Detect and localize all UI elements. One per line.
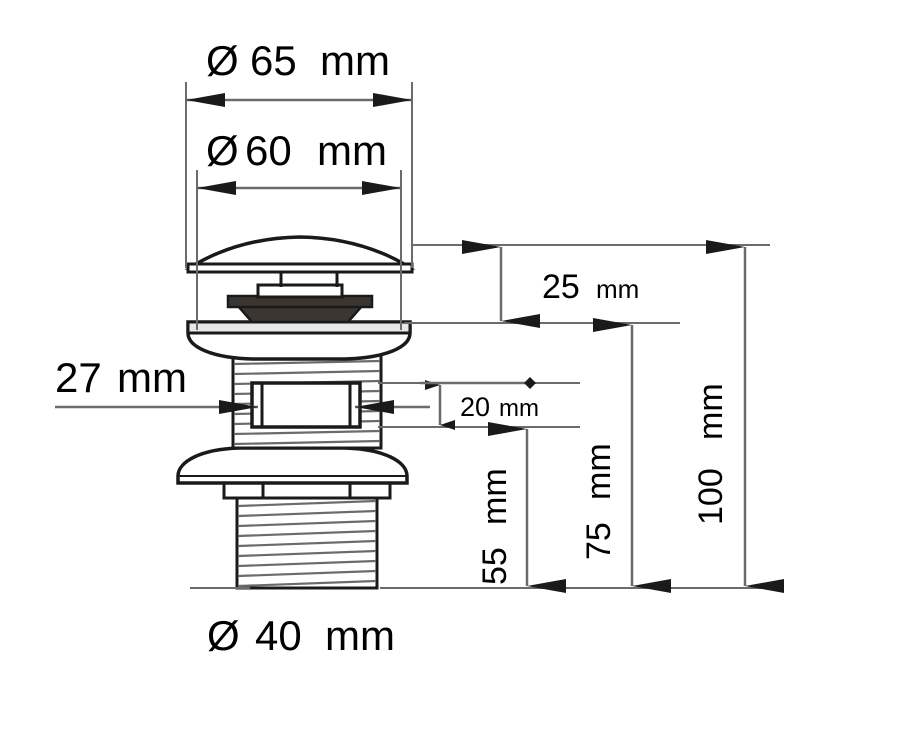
dia-65-symbol: Ø [206,37,239,84]
dia-40-unit: mm [325,612,395,659]
dimension-25: 25 mm [462,240,639,328]
len-100-unit: mm [692,383,730,440]
dimension-dia-65: Ø 65 mm [186,37,412,107]
len-55-unit: mm [476,468,514,525]
len-27-value: 27 [55,354,102,401]
gasket-stack [226,283,374,324]
threaded-shaft [235,494,379,590]
dimension-dia-40: Ø 40 mm [207,612,395,659]
dia-40-symbol: Ø [207,612,240,659]
dimension-20: 20 mm [420,377,539,430]
shaft-collar [222,481,392,500]
dimension-dia-60: Ø 60 mm [197,127,401,195]
dimension-55: 55 mm [476,422,566,593]
dimension-27: 27 mm [55,354,430,414]
dia-65-value: 65 [250,37,297,84]
len-75-unit: mm [580,443,618,500]
len-55-value: 55 [476,547,514,585]
dia-60-symbol: Ø [206,127,239,174]
lower-flange [176,446,409,485]
dia-60-unit: mm [317,127,387,174]
len-27-unit: mm [117,354,187,401]
middle-body [231,353,383,450]
upper-flange [186,320,412,361]
len-75-value: 75 [580,522,618,560]
dia-60-value: 60 [245,127,292,174]
top-cap [184,235,416,274]
product-drawing [176,235,416,590]
len-20-value: 20 [460,392,490,422]
dia-40-value: 40 [255,612,302,659]
dimension-75: 75 mm [580,318,671,593]
dimension-100: 100 mm [692,240,784,593]
len-100-value: 100 [692,468,730,525]
len-25-value: 25 [542,268,580,306]
dia-65-unit: mm [320,37,390,84]
len-25-unit: mm [596,274,639,304]
len-20-unit: mm [499,395,539,422]
